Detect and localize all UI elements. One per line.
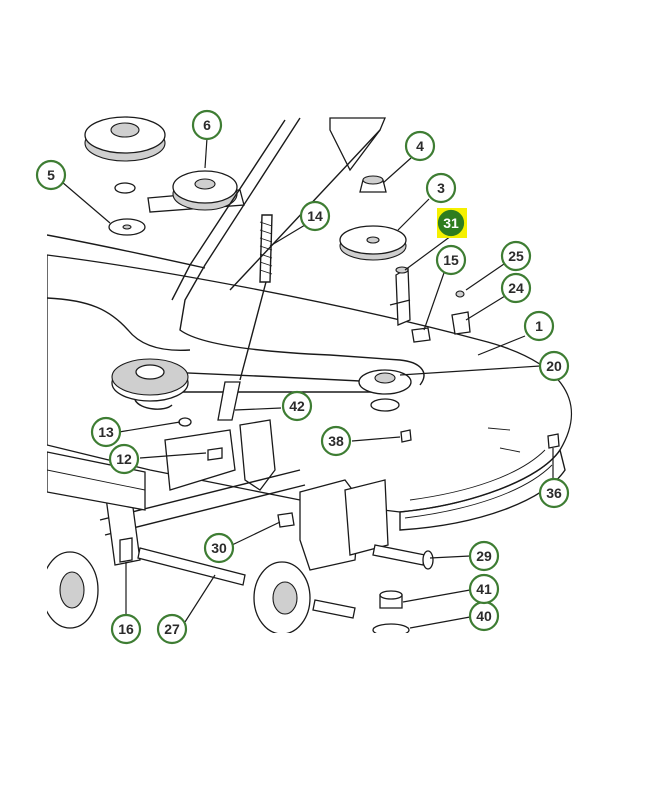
- callout-1: 1: [523, 310, 555, 342]
- callout-30-label: 30: [211, 540, 227, 556]
- callout-5: 5: [35, 159, 67, 191]
- callout-27: 27: [156, 613, 188, 645]
- callout-24: 24: [500, 272, 532, 304]
- callout-25: 25: [500, 240, 532, 272]
- callout-42: 42: [281, 390, 313, 422]
- callout-20-label: 20: [546, 358, 562, 374]
- callout-38: 38: [320, 425, 352, 457]
- callout-16-label: 16: [118, 621, 134, 637]
- callout-5-label: 5: [47, 167, 55, 183]
- callout-1-label: 1: [535, 318, 543, 334]
- callout-14-label: 14: [307, 208, 323, 224]
- callout-40: 40: [468, 600, 500, 632]
- callout-13: 13: [90, 416, 122, 448]
- deck-drawing: [47, 116, 572, 633]
- callout-27-label: 27: [164, 621, 180, 637]
- callout-6: 6: [191, 109, 223, 141]
- callout-31-label: 31: [443, 215, 459, 231]
- callout-36: 36: [538, 477, 570, 509]
- callout-15-label: 15: [443, 252, 459, 268]
- callout-40-label: 40: [476, 608, 492, 624]
- callout-4-label: 4: [416, 138, 424, 154]
- callout-14: 14: [299, 200, 331, 232]
- callout-29-label: 29: [476, 548, 492, 564]
- callout-16: 16: [110, 613, 142, 645]
- callout-41: 41: [468, 573, 500, 605]
- callout-13-label: 13: [98, 424, 114, 440]
- callout-12: 12: [108, 443, 140, 475]
- callout-15: 15: [435, 244, 467, 276]
- callout-4: 4: [404, 130, 436, 162]
- callout-3-label: 3: [437, 180, 445, 196]
- callout-6-label: 6: [203, 117, 211, 133]
- callout-20: 20: [538, 350, 570, 382]
- callout-31: 31: [437, 208, 467, 238]
- callout-42-label: 42: [289, 398, 305, 414]
- callout-36-label: 36: [546, 485, 562, 501]
- callout-38-label: 38: [328, 433, 344, 449]
- leader-lines: [61, 137, 554, 629]
- callout-24-label: 24: [508, 280, 524, 296]
- callout-41-label: 41: [476, 581, 492, 597]
- callout-3: 3: [425, 172, 457, 204]
- callout-25-label: 25: [508, 248, 524, 264]
- callout-30: 30: [203, 532, 235, 564]
- callout-12-label: 12: [116, 451, 132, 467]
- callout-29: 29: [468, 540, 500, 572]
